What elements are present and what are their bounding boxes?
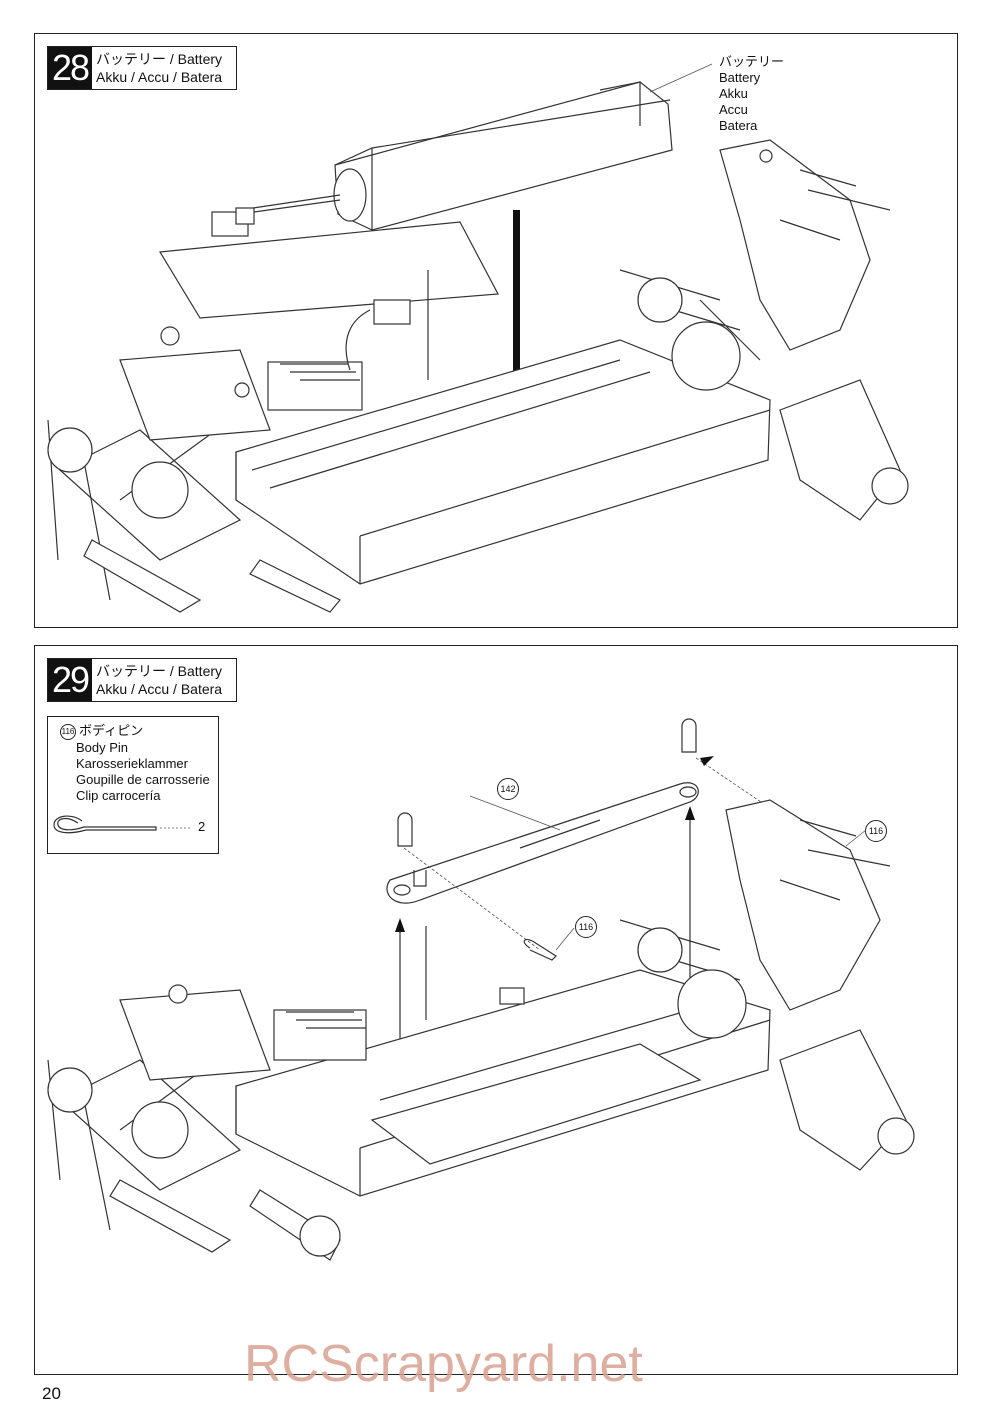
battery-label-it: Accu [719, 102, 748, 117]
legend-name-en: Body Pin [76, 739, 129, 755]
step-28-title: バッテリー / Battery Akku / Accu / Batera [92, 47, 236, 89]
callout-strap: 142 [497, 778, 519, 800]
legend-name-fr: Goupille de carrosserie [76, 771, 210, 787]
battery-label: バッテリー Battery Akku Accu Batera [719, 54, 784, 134]
step-29-number: 29 [48, 659, 92, 701]
step-29-panel: 29 バッテリー / Battery Akku / Accu / Batera … [34, 645, 958, 1375]
callout-pin-center: 116 [575, 916, 597, 938]
battery-label-de: Akku [719, 86, 748, 101]
step-28-title-line2: Akku / Accu / Batera [96, 69, 223, 85]
page-number: 20 [42, 1384, 61, 1403]
battery-label-es: Batera [719, 118, 758, 133]
step-29-title-line2: Akku / Accu / Batera [96, 681, 223, 697]
battery-label-jp: バッテリー [719, 54, 785, 69]
watermark: RCScrapyard.net [244, 1335, 643, 1393]
step-28-number: 28 [48, 47, 92, 89]
legend-name-jp: ボディピン [79, 723, 144, 738]
callout-pin-right: 116 [865, 820, 887, 842]
step-28-panel: 28 バッテリー / Battery Akku / Accu / Batera … [34, 33, 958, 628]
step-28-title-line1: バッテリー / Battery [96, 51, 223, 67]
step-29-header: 29 バッテリー / Battery Akku / Accu / Batera [47, 658, 238, 702]
step-29-title-line1: バッテリー / Battery [96, 663, 223, 679]
battery-label-en: Battery [719, 70, 761, 85]
step-28-header: 28 バッテリー / Battery Akku / Accu / Batera [47, 46, 238, 90]
legend-name-es: Clip carrocería [76, 787, 161, 803]
legend-part-number: 116 [60, 723, 76, 740]
legend-name-de: Karosserieklammer [76, 755, 188, 771]
body-pin-icon [53, 815, 192, 834]
step-29-title: バッテリー / Battery Akku / Accu / Batera [92, 659, 236, 701]
legend-quantity: 2 [198, 819, 206, 834]
